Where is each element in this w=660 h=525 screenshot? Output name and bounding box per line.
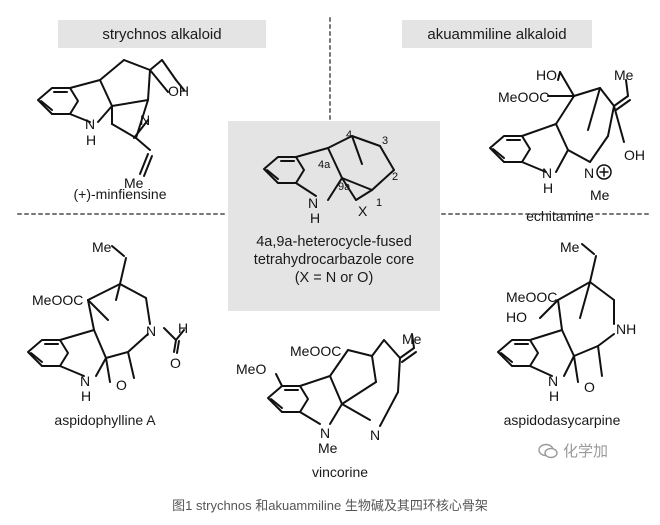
vincorine-ester: MeOOC xyxy=(290,343,341,359)
echitamine-me-top: Me xyxy=(614,67,634,83)
core-label-4: 4 xyxy=(346,129,352,141)
minfiensine-structure xyxy=(37,59,185,177)
aspidophylline-ester: MeOOC xyxy=(32,292,83,308)
minfiensine-h: H xyxy=(86,132,96,148)
aspidophylline-o: O xyxy=(116,377,127,393)
aspidophylline-o-ald: O xyxy=(170,355,181,371)
vincorine-n: N xyxy=(370,427,380,443)
aspidodasycarpine-ho: HO xyxy=(506,309,527,325)
vincorine-me-top: Me xyxy=(402,331,422,347)
vincorine-name: vincorine xyxy=(311,464,369,480)
watermark-text: 化学加 xyxy=(563,443,609,460)
minfiensine-nh: N xyxy=(85,116,95,132)
core-line3: (X = N or O) xyxy=(294,270,374,286)
core-label-9a: 9a xyxy=(338,181,351,193)
aspidophylline-h-ald: H xyxy=(178,320,188,336)
aspidophylline-name: aspidophylline A xyxy=(54,412,156,428)
strychnos-header: strychnos alkaloid xyxy=(58,20,266,48)
aspidophylline-me: Me xyxy=(92,239,112,255)
core-box xyxy=(228,121,440,311)
echitamine-plus-icon xyxy=(596,164,612,180)
core-nh: N xyxy=(308,195,318,211)
vincorine-meo: MeO xyxy=(236,361,266,377)
vincorine-me-n: Me xyxy=(318,440,338,456)
core-label-3: 3 xyxy=(382,135,388,147)
core-line1: 4a,9a-heterocycle-fused xyxy=(256,234,412,250)
core-structure xyxy=(263,135,395,201)
aspidodasycarpine-me: Me xyxy=(560,239,580,255)
core-label-4a: 4a xyxy=(318,159,331,171)
aspidophylline-structure xyxy=(27,245,185,383)
echitamine-nh: N xyxy=(542,165,552,181)
aspidodasycarpine-nh-ring: NH xyxy=(616,321,636,337)
echitamine-ester: MeOOC xyxy=(498,89,549,105)
minfiensine-oh: OH xyxy=(168,83,189,99)
vincorine-structure xyxy=(267,333,417,427)
minfiensine-name: (+)-minfiensine xyxy=(73,186,167,202)
watermark: 化学加 xyxy=(538,440,608,461)
aspidodasycarpine-h: H xyxy=(549,388,559,404)
core-label-2: 2 xyxy=(392,171,398,183)
core-h: H xyxy=(310,210,320,226)
core-line2: tetrahydrocarbazole core xyxy=(253,252,415,268)
core-x: X xyxy=(358,203,368,219)
minfiensine-n: N xyxy=(140,112,150,128)
vincorine-n-ind: N xyxy=(320,425,330,441)
chat-bubble-icon xyxy=(538,443,558,458)
echitamine-structure xyxy=(489,71,631,173)
echitamine-h: H xyxy=(543,180,553,196)
aspidodasycarpine-o: O xyxy=(584,379,595,395)
echitamine-ho: HO xyxy=(536,67,557,83)
akuammiline-header: akuammiline alkaloid xyxy=(402,20,592,48)
core-description: 4a,9a-heterocycle-fused tetrahydrocarbaz… xyxy=(228,233,440,287)
aspidophylline-h: H xyxy=(81,388,91,404)
echitamine-name: echitamine xyxy=(526,208,594,224)
minfiensine-me: Me xyxy=(124,175,144,191)
aspidodasycarpine-name: aspidodasycarpine xyxy=(503,412,621,428)
aspidodasycarpine-ester: MeOOC xyxy=(506,289,557,305)
aspidodasycarpine-nh: N xyxy=(548,373,558,389)
aspidophylline-n: N xyxy=(146,323,156,339)
echitamine-oh: OH xyxy=(624,147,645,163)
aspidophylline-nh: N xyxy=(80,373,90,389)
echitamine-nplus: N xyxy=(584,165,594,181)
echitamine-me: Me xyxy=(590,187,610,203)
figure-caption: 图1 strychnos 和akuammiline 生物碱及其四环核心骨架 xyxy=(172,498,488,513)
aspidodasycarpine-structure xyxy=(497,243,615,383)
core-label-1: 1 xyxy=(376,197,382,209)
